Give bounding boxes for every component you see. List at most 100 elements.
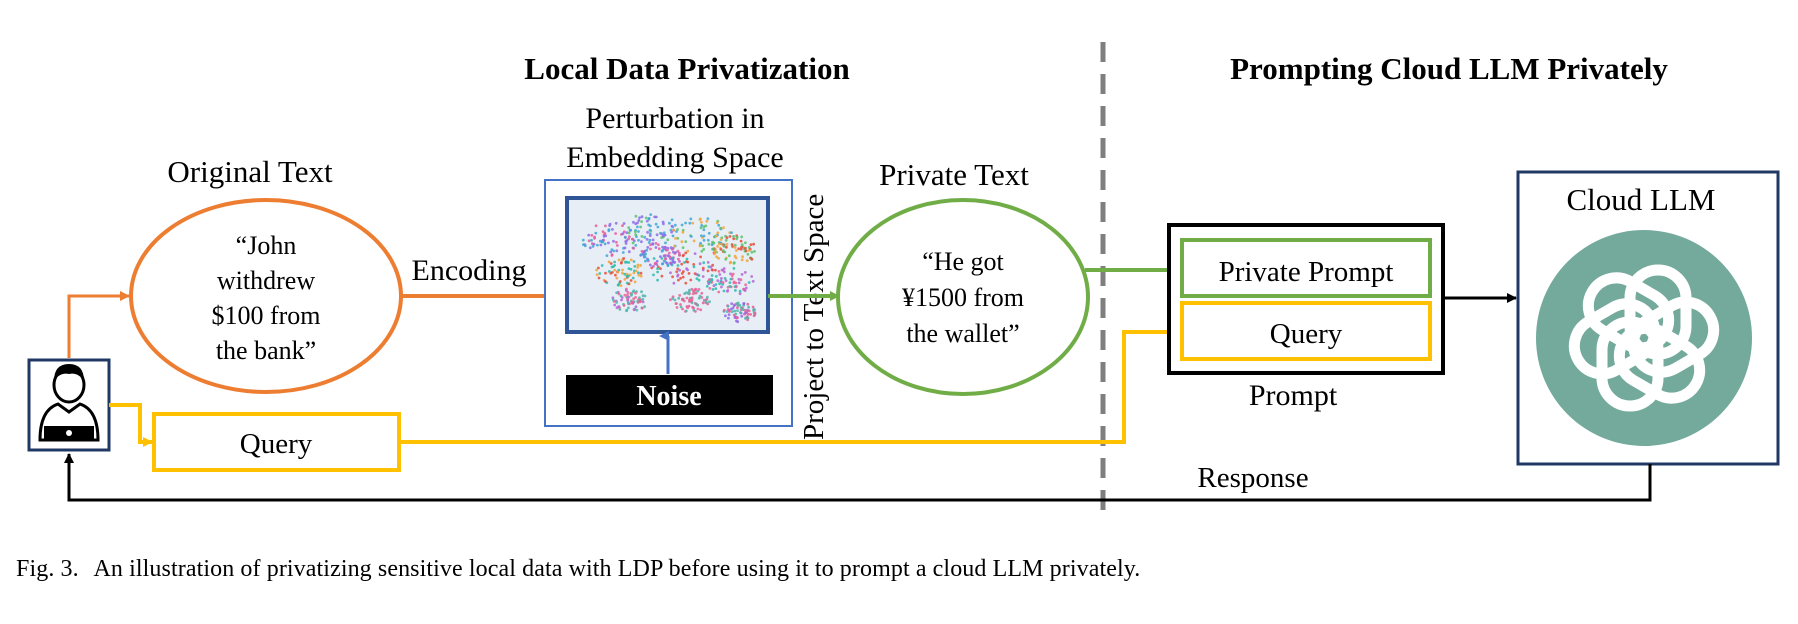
embedding-point xyxy=(645,219,649,223)
embedding-point xyxy=(688,288,691,292)
embedding-point xyxy=(746,302,750,306)
embedding-point xyxy=(613,260,616,264)
embedding-point xyxy=(750,275,754,278)
embedding-point xyxy=(686,260,690,264)
embedding-point xyxy=(734,289,737,292)
embedding-point xyxy=(674,251,678,254)
embedding-point xyxy=(616,283,620,287)
embedding-point xyxy=(751,305,755,309)
embedding-point xyxy=(732,235,735,238)
embedding-point xyxy=(696,303,700,307)
embedding-point xyxy=(728,235,732,238)
private-text-ellipse xyxy=(836,198,1090,396)
arrow-query-to-prompt xyxy=(399,327,1183,444)
query-label: Query xyxy=(240,428,313,460)
embedding-point xyxy=(648,238,652,242)
embedding-point xyxy=(605,254,609,257)
embedding-point xyxy=(607,260,611,264)
embedding-point xyxy=(637,273,641,277)
embedding-point xyxy=(706,269,710,273)
embedding-point xyxy=(625,275,629,278)
embedding-point xyxy=(722,270,726,274)
embedding-point xyxy=(668,221,671,225)
embedding-point xyxy=(714,283,718,286)
embedding-point xyxy=(629,279,633,282)
embedding-point xyxy=(601,230,605,234)
embedding-point xyxy=(691,292,695,296)
embedding-point xyxy=(736,309,739,312)
embedding-point xyxy=(640,306,644,310)
embedding-point xyxy=(626,299,630,302)
embedding-point xyxy=(610,248,614,252)
embedding-point xyxy=(692,265,696,269)
embedding-point xyxy=(719,238,723,241)
embedding-point xyxy=(628,228,632,232)
project-label: Project to Text Space xyxy=(798,194,830,440)
embedding-point xyxy=(684,240,688,244)
embedding-point xyxy=(626,293,629,297)
embedding-point xyxy=(656,225,660,229)
embedding-point xyxy=(636,225,639,229)
embedding-point xyxy=(633,230,637,234)
embedding-point xyxy=(610,254,614,257)
embedding-point xyxy=(714,268,717,272)
original-text-line: withdrew xyxy=(217,266,315,295)
embedding-point xyxy=(684,281,688,285)
embedding-point xyxy=(682,270,685,273)
embedding-point xyxy=(593,236,596,240)
embedding-point xyxy=(706,261,710,264)
embedding-point xyxy=(714,234,718,238)
embedding-point xyxy=(659,255,662,258)
embedding-point xyxy=(623,277,627,281)
embedding-point xyxy=(621,268,624,272)
embedding-point xyxy=(678,294,682,297)
embedding-point xyxy=(733,309,737,313)
embedding-point xyxy=(598,272,602,275)
embedding-point xyxy=(699,217,702,221)
embedding-point xyxy=(716,245,719,248)
embedding-point xyxy=(692,308,696,312)
embedding-point xyxy=(591,245,595,248)
embedding-point xyxy=(711,263,715,267)
embedding-point xyxy=(699,226,703,230)
embedding-point xyxy=(729,260,733,264)
embedding-point xyxy=(727,313,731,316)
embedding-point xyxy=(641,300,645,304)
embedding-point xyxy=(633,265,637,268)
embedding-point xyxy=(735,316,739,320)
embedding-point xyxy=(740,273,744,276)
embedding-point xyxy=(725,245,728,249)
embedding-point xyxy=(604,271,607,275)
embedding-point xyxy=(668,255,672,259)
embedding-point xyxy=(741,255,744,259)
embedding-point xyxy=(652,264,655,268)
embedding-point xyxy=(739,278,743,282)
embedding-point xyxy=(684,309,688,313)
private-text-title: Private Text xyxy=(879,157,1029,192)
embedding-point xyxy=(662,222,665,226)
embedding-point xyxy=(724,257,728,261)
embedding-point xyxy=(617,258,621,262)
embedding-point xyxy=(660,274,664,278)
embedding-point xyxy=(648,232,652,236)
embedding-point xyxy=(676,264,680,267)
embedding-point xyxy=(639,274,643,278)
embedding-point xyxy=(717,223,721,227)
figure-caption-text: An illustration of privatizing sensitive… xyxy=(93,556,1141,582)
embedding-point xyxy=(697,296,701,300)
embedding-point xyxy=(583,244,587,248)
embedding-point xyxy=(670,218,674,222)
embedding-point xyxy=(706,238,710,242)
embedding-point xyxy=(682,253,685,257)
embedding-point xyxy=(717,290,721,294)
embedding-point xyxy=(708,300,711,304)
embedding-point xyxy=(665,261,669,265)
embedding-point xyxy=(740,258,744,262)
embedding-point xyxy=(597,266,600,270)
embedding-point xyxy=(732,281,736,285)
embedding-point xyxy=(671,258,675,262)
embedding-point xyxy=(661,234,665,238)
embedding-point xyxy=(630,300,634,304)
embedding-point xyxy=(628,235,631,239)
embedding-point xyxy=(685,257,689,261)
